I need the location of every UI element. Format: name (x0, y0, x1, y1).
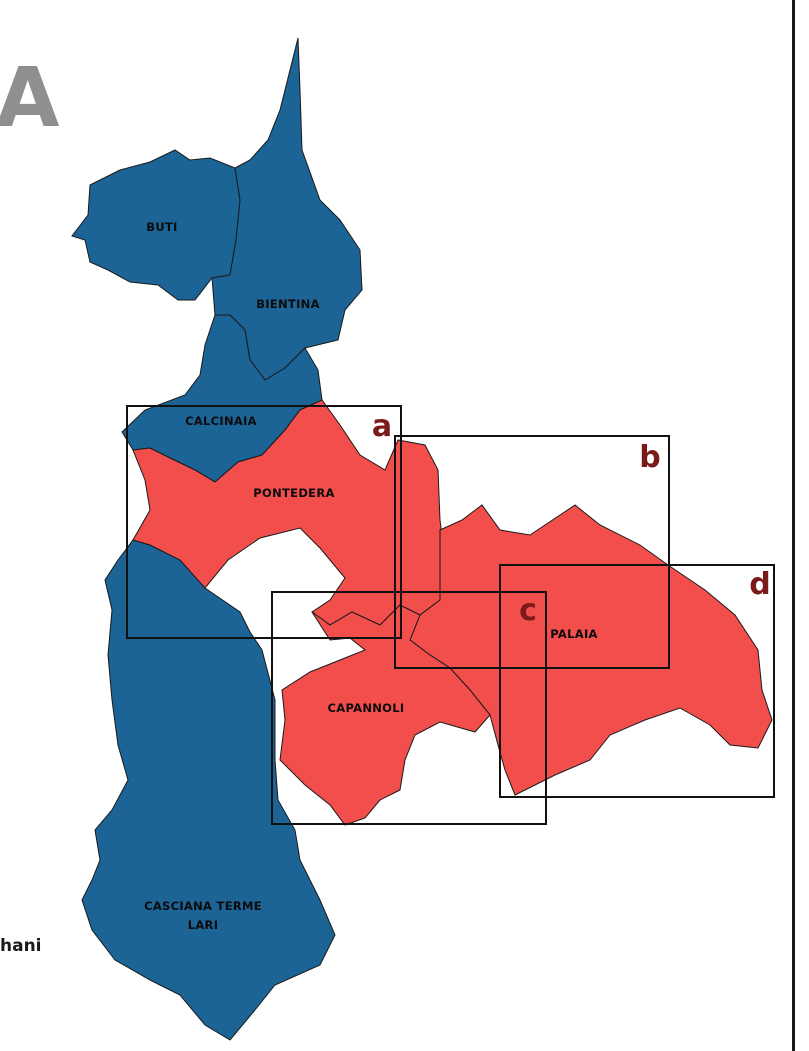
label-calcinaia: CALCINAIA (185, 414, 257, 428)
region-capannoli[interactable] (279, 604, 491, 826)
frame-letter-a: a (372, 409, 392, 444)
label-pontedera: PONTEDERA (253, 486, 334, 500)
label-buti: BUTI (146, 220, 177, 234)
label-casciana-terme: CASCIANA TERME (144, 899, 262, 913)
page-border (792, 0, 795, 1051)
frame-letter-c: c (519, 593, 537, 628)
region-palaia[interactable] (409, 504, 773, 796)
region-bientina[interactable] (211, 37, 363, 381)
frame-b[interactable] (394, 435, 670, 669)
title-fragment: A (0, 51, 60, 146)
label-bientina: BIENTINA (256, 297, 320, 311)
frame-letter-b: b (639, 440, 660, 475)
side-text-fragment: hani (0, 936, 42, 956)
frame-letter-d: d (749, 567, 770, 602)
label-palaia: PALAIA (550, 627, 597, 641)
region-casciana[interactable] (81, 539, 336, 1041)
frame-a[interactable] (126, 405, 402, 639)
frame-c[interactable] (271, 591, 547, 825)
label-lari: LARI (188, 918, 219, 932)
label-capannoli: CAPANNOLI (328, 701, 405, 715)
frame-d[interactable] (499, 564, 775, 798)
